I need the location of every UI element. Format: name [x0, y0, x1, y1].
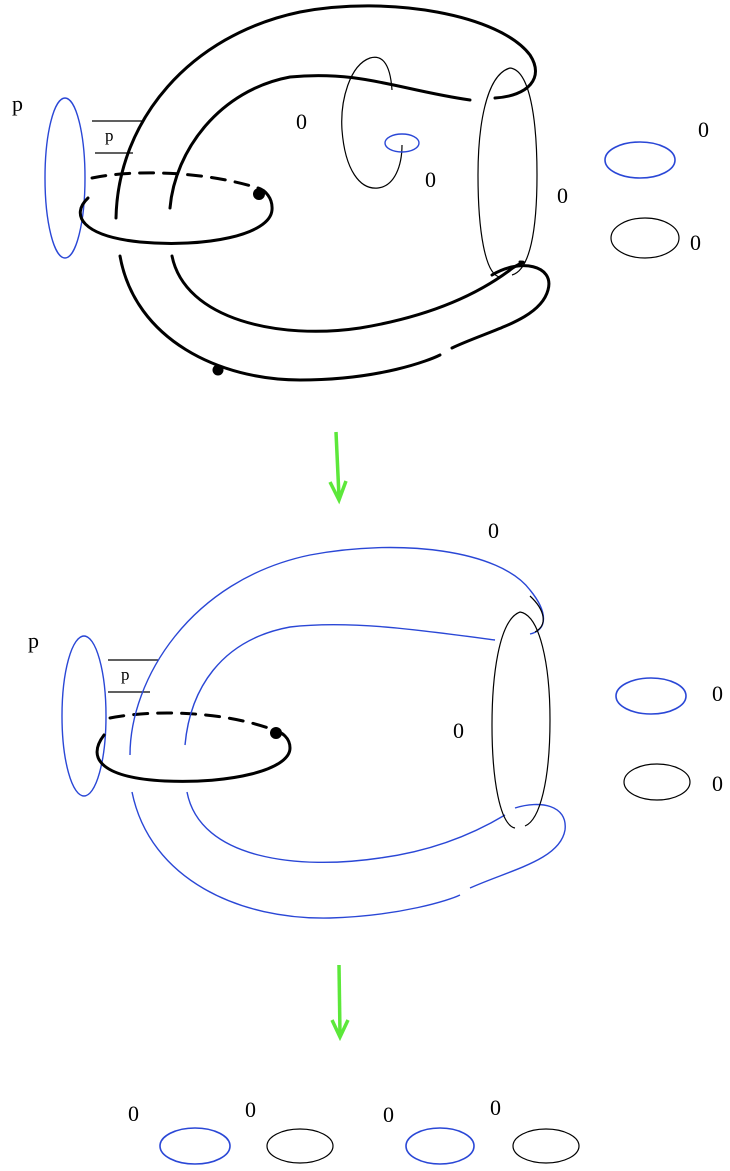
arrow-down-1 — [328, 431, 348, 505]
label-zero-bottom-1: 0 — [128, 1101, 139, 1126]
blue-inner-arc — [184, 624, 496, 746]
label-zero-bottom-3: 0 — [383, 1102, 394, 1127]
blue-unknot-bottom-2 — [405, 1127, 475, 1165]
label-p-band: p — [105, 126, 114, 145]
inner-arc — [168, 74, 472, 210]
black-unknot-mid — [623, 763, 691, 801]
label-p-outer: p — [12, 91, 23, 116]
dot-marker-mid — [270, 727, 282, 739]
middle-panel: 0 p p 0 0 0 — [28, 518, 723, 919]
label-zero-blue-unknot-top: 0 — [698, 117, 709, 142]
dotted-circle-front — [78, 186, 274, 245]
label-zero-small: 0 — [425, 167, 436, 192]
blue-unknot-bottom-1 — [159, 1127, 231, 1165]
small-blue-loop — [384, 133, 420, 153]
label-zero-black-unknot-top: 0 — [690, 230, 701, 255]
black-unknot-top — [610, 217, 680, 259]
bottom-panel: 0 0 0 0 — [128, 1095, 580, 1165]
label-zero-bottom-4: 0 — [490, 1095, 501, 1120]
blue-meridian-loop — [44, 97, 86, 259]
outer-arc — [114, 4, 537, 220]
blue-lower-inner-arc — [186, 791, 506, 864]
label-zero-bottom-2: 0 — [245, 1097, 256, 1122]
dotted-circle-front-mid — [95, 728, 292, 783]
thin-loop-right-mid — [491, 611, 551, 829]
label-zero-blue-unknot-mid: 0 — [712, 681, 723, 706]
arrow-down-2 — [330, 964, 350, 1042]
label-p-outer-mid: p — [28, 628, 39, 653]
label-zero-inner: 0 — [296, 109, 307, 134]
dot-marker-lower — [212, 364, 224, 376]
label-zero-torus: 0 — [557, 183, 568, 208]
label-zero-black-unknot-mid: 0 — [712, 771, 723, 796]
thin-loop-overlap-mid — [529, 595, 544, 633]
dot-marker — [253, 188, 265, 200]
lower-inner-arc — [170, 254, 525, 333]
dotted-circle-back — [90, 171, 260, 190]
label-p-band-mid: p — [121, 665, 130, 684]
blue-meridian-loop-mid — [61, 635, 107, 797]
blue-unknot-mid — [615, 677, 687, 715]
thin-loop-right — [477, 67, 538, 278]
blue-outer-arc — [129, 546, 545, 756]
blue-unknot-top — [604, 141, 676, 179]
blue-lower-outer-arc — [131, 791, 566, 919]
thin-loop-inner — [341, 56, 403, 189]
label-zero-top-mid: 0 — [488, 518, 499, 543]
black-unknot-bottom-2 — [512, 1128, 580, 1164]
black-unknot-bottom-1 — [266, 1128, 334, 1164]
top-panel: p p 0 0 0 0 0 — [12, 4, 709, 382]
label-zero-torus-mid: 0 — [453, 718, 464, 743]
dotted-circle-back-mid — [108, 711, 276, 732]
lower-outer-arc — [118, 254, 551, 382]
